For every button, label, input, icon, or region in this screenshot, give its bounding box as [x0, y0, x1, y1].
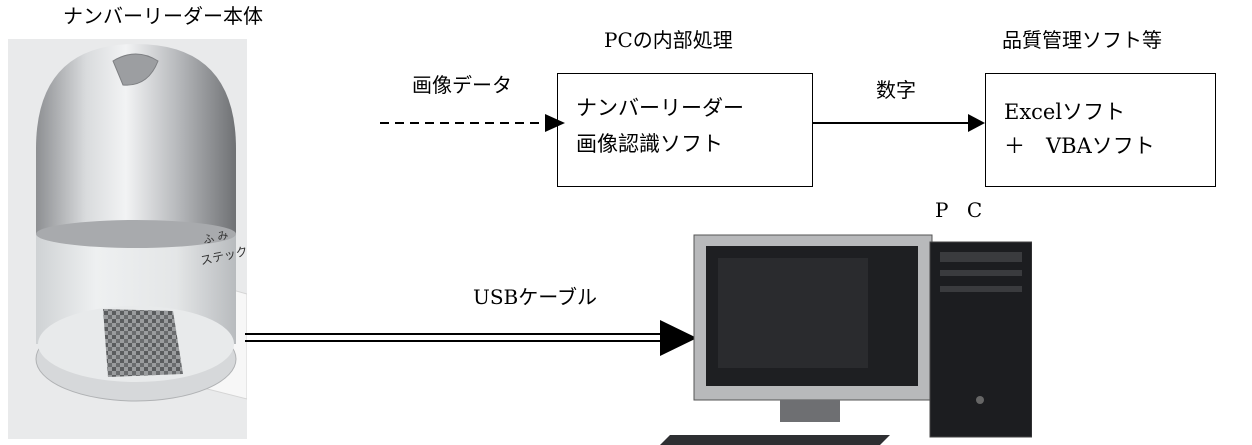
excel-box-line1: Excelソフト	[1004, 100, 1126, 124]
digits-label: 数字	[876, 78, 916, 102]
quality-mgmt-title: 品質管理ソフト等	[1002, 28, 1162, 52]
pc-illustration	[640, 230, 1032, 445]
excel-box-line2: ＋ VBAソフト	[1004, 134, 1155, 158]
number-reader-photo	[8, 39, 247, 439]
excel-software-box: Excelソフト ＋ VBAソフト	[985, 73, 1216, 187]
recognition-box-line1: ナンバーリーダー	[576, 96, 744, 120]
usb-cable-label: USBケーブル	[473, 285, 598, 309]
device-title: ナンバーリーダー本体	[63, 4, 263, 28]
image-data-label: 画像データ	[412, 73, 512, 97]
recognition-box-line2: 画像認識ソフト	[576, 132, 723, 156]
pc-label: P C	[935, 198, 989, 222]
recognition-software-box: ナンバーリーダー 画像認識ソフト	[557, 73, 813, 187]
pc-internal-title: PCの内部処理	[604, 28, 733, 52]
